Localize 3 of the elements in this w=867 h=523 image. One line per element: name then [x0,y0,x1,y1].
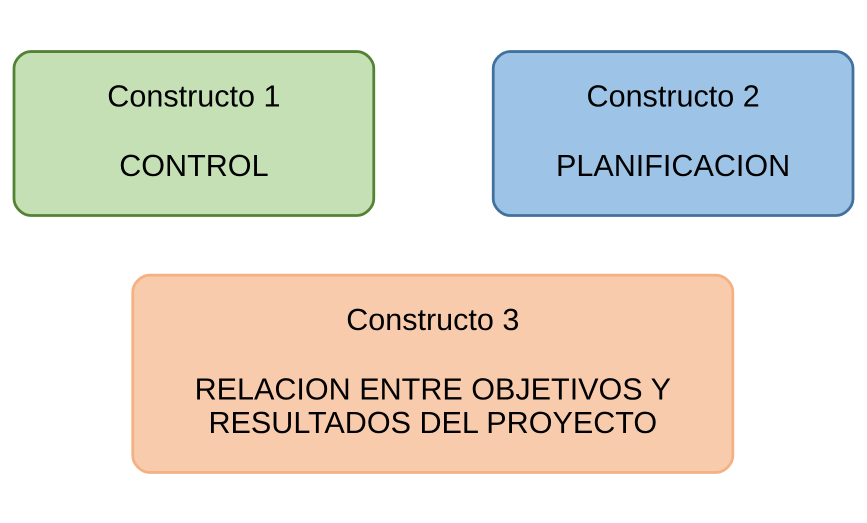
node-box: Constructo 3 RELACION ENTRE OBJETIVOS Y RESULTADOS DEL PROYECTO [131,273,734,474]
node-box: Constructo 2 PLANIFICACION [492,50,854,216]
node-box: Constructo 1 CONTROL [12,50,376,216]
